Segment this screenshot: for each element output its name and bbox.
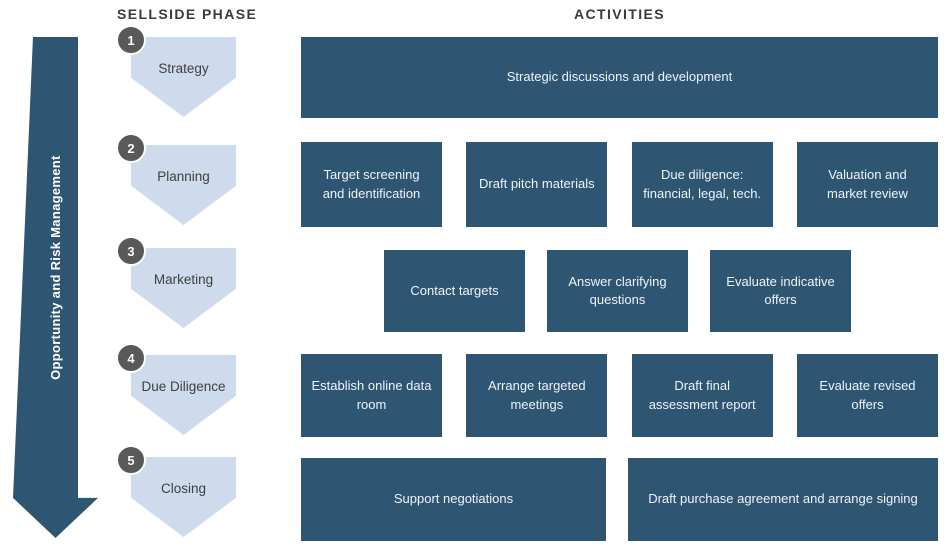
activities-heading: ACTIVITIES	[573, 6, 665, 22]
phase-label: Marketing	[153, 272, 214, 287]
activity-box: Strategic discussions and development	[301, 37, 938, 118]
phase-chevron-shape	[131, 355, 236, 435]
phase-chevron-shape	[131, 37, 236, 117]
phase-label: Closing	[160, 481, 207, 496]
activities-row-2: Target screening and identification Draft…	[301, 142, 938, 227]
activity-box: Arrange targeted meetings	[466, 354, 608, 437]
activities-row-5: Support negotiations Draft purchase agree…	[301, 458, 938, 541]
activities-row-4: Establish online data room Arrange target…	[301, 354, 938, 437]
phase-number-badge: 4	[116, 343, 146, 373]
activities-row-1: Strategic discussions and development	[301, 37, 938, 118]
phase-closing: Closing 5	[116, 445, 236, 537]
phase-chevron-shape	[131, 457, 236, 537]
phase-chevron-shape	[131, 145, 236, 225]
activity-box: Evaluate indicative offers	[710, 250, 851, 332]
side-arrow-label: Opportunity and Risk Management	[48, 155, 63, 380]
phase-label: Due Diligence	[141, 379, 226, 394]
phase-number-badge: 2	[116, 133, 146, 163]
activity-box: Due diligence: financial, legal, tech.	[631, 142, 773, 227]
activity-box: Valuation and market review	[796, 142, 938, 227]
sellside-phase-heading: SELLSIDE PHASE	[117, 6, 258, 22]
activity-box: Establish online data room	[301, 354, 442, 437]
phase-planning: Planning 2	[116, 133, 236, 225]
phase-label: Planning	[157, 169, 210, 184]
activities-row-3: Contact targets Answer clarifying questio…	[301, 250, 938, 332]
phase-label: Strategy	[158, 61, 209, 76]
opportunity-risk-arrow: Opportunity and Risk Management	[13, 37, 98, 538]
phase-marketing: Marketing 3	[116, 236, 236, 328]
phase-strategy: Strategy 1	[116, 25, 236, 117]
activity-box: Evaluate revised offers	[796, 354, 938, 437]
phase-number-badge: 5	[116, 445, 146, 475]
activity-box: Draft final assessment report	[631, 354, 773, 437]
activity-box: Draft pitch materials	[466, 142, 608, 227]
phase-chevron-shape	[131, 248, 236, 328]
phase-number-badge: 1	[116, 25, 146, 55]
activity-box: Support negotiations	[301, 458, 606, 541]
activity-box: Target screening and identification	[301, 142, 442, 227]
activity-box: Answer clarifying questions	[547, 250, 688, 332]
activity-box: Contact targets	[384, 250, 525, 332]
phase-number-badge: 3	[116, 236, 146, 266]
phase-due-diligence: Due Diligence 4	[116, 343, 236, 435]
activity-box: Draft purchase agreement and arrange sig…	[628, 458, 938, 541]
